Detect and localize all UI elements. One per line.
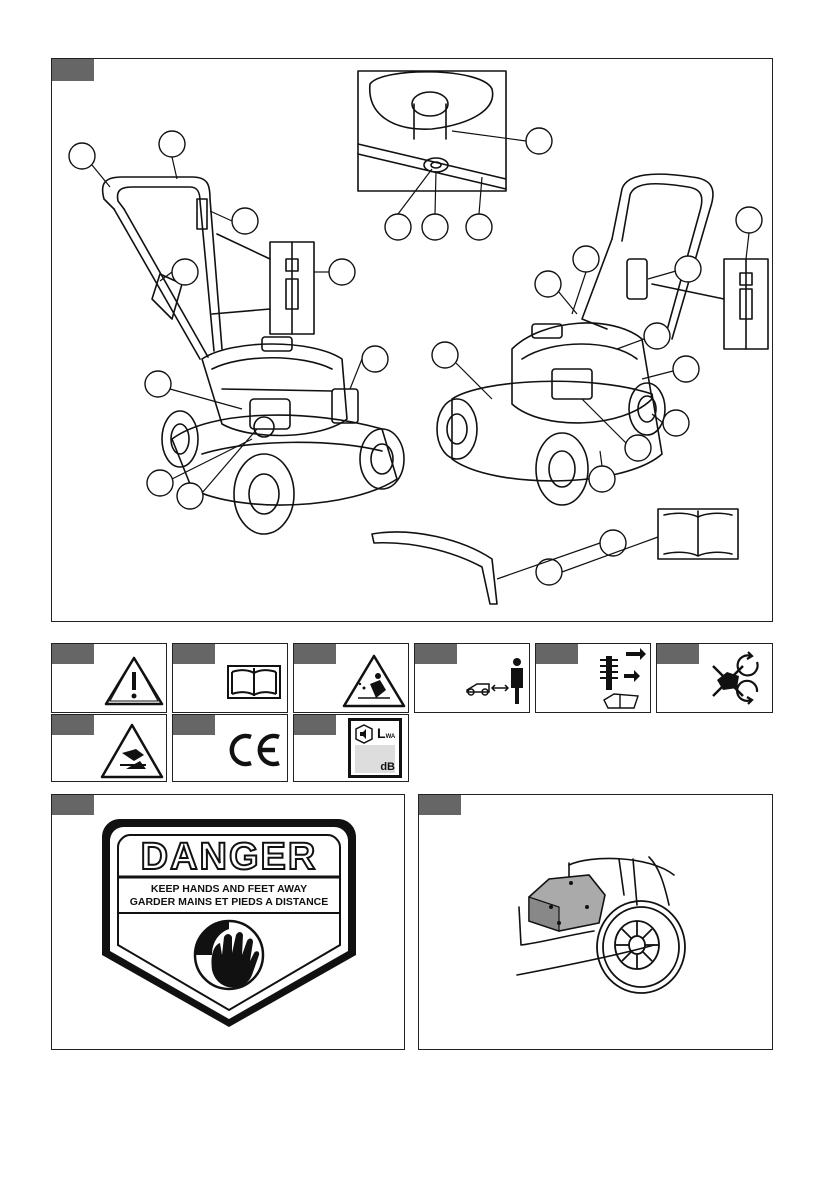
rotating-blade-icon <box>712 651 759 705</box>
keep-distance-icon <box>466 658 523 704</box>
icon-panel-ce <box>172 714 288 782</box>
thrown-object-warning-icon <box>342 654 406 708</box>
panel-tab <box>536 644 578 664</box>
danger-line-en: KEEP HANDS AND FEET AWAY <box>150 883 308 895</box>
icon-panel-hand-warning <box>51 714 167 782</box>
icon-panel-rotating <box>656 643 773 713</box>
panel-tab <box>52 795 94 815</box>
figure-tab <box>52 59 94 81</box>
panel-tab <box>52 715 94 735</box>
icon-panel-distance <box>414 643 530 713</box>
db-unit: dB <box>380 761 395 773</box>
hand-injury-warning-icon <box>100 723 164 779</box>
lwa-subscript: WA <box>385 734 396 740</box>
panel-tab <box>173 715 215 735</box>
rear-wheel-illustration <box>516 856 686 994</box>
callout-circles <box>68 127 763 586</box>
ce-mark-icon <box>229 733 280 767</box>
icon-panel-manual <box>172 643 288 713</box>
icon-panel-noise: LWA dB <box>293 714 409 782</box>
lwa-label: L <box>377 725 386 741</box>
panel-tab <box>415 644 457 664</box>
panel-tab <box>52 644 94 664</box>
panel-tab <box>294 644 336 664</box>
lawnmower-exploded-diagram <box>68 70 769 605</box>
panel-tab <box>294 715 336 735</box>
danger-sign-panel: DANGER KEEP HANDS AND FEET AWAY GARDER M… <box>51 794 405 1050</box>
icon-panel-warning <box>51 643 167 713</box>
danger-sign-shape <box>102 819 356 1027</box>
panel-tab <box>419 795 461 815</box>
noise-value-box <box>355 745 395 773</box>
main-diagram-panel <box>51 58 773 622</box>
warning-triangle-icon <box>104 656 164 706</box>
panel-tab <box>173 644 215 664</box>
icon-panel-maintenance <box>535 643 651 713</box>
icon-panel-projectile <box>293 643 409 713</box>
danger-title: DANGER <box>140 836 318 878</box>
disconnect-spark-plug-icon <box>600 648 646 709</box>
speaker-icon <box>355 724 373 744</box>
noise-level-icon: LWA dB <box>348 718 402 778</box>
rear-wheel-detail-panel <box>418 794 773 1050</box>
danger-line-fr: GARDER MAINS ET PIEDS A DISTANCE <box>129 896 329 908</box>
open-book-icon <box>227 665 281 699</box>
panel-tab <box>657 644 699 664</box>
